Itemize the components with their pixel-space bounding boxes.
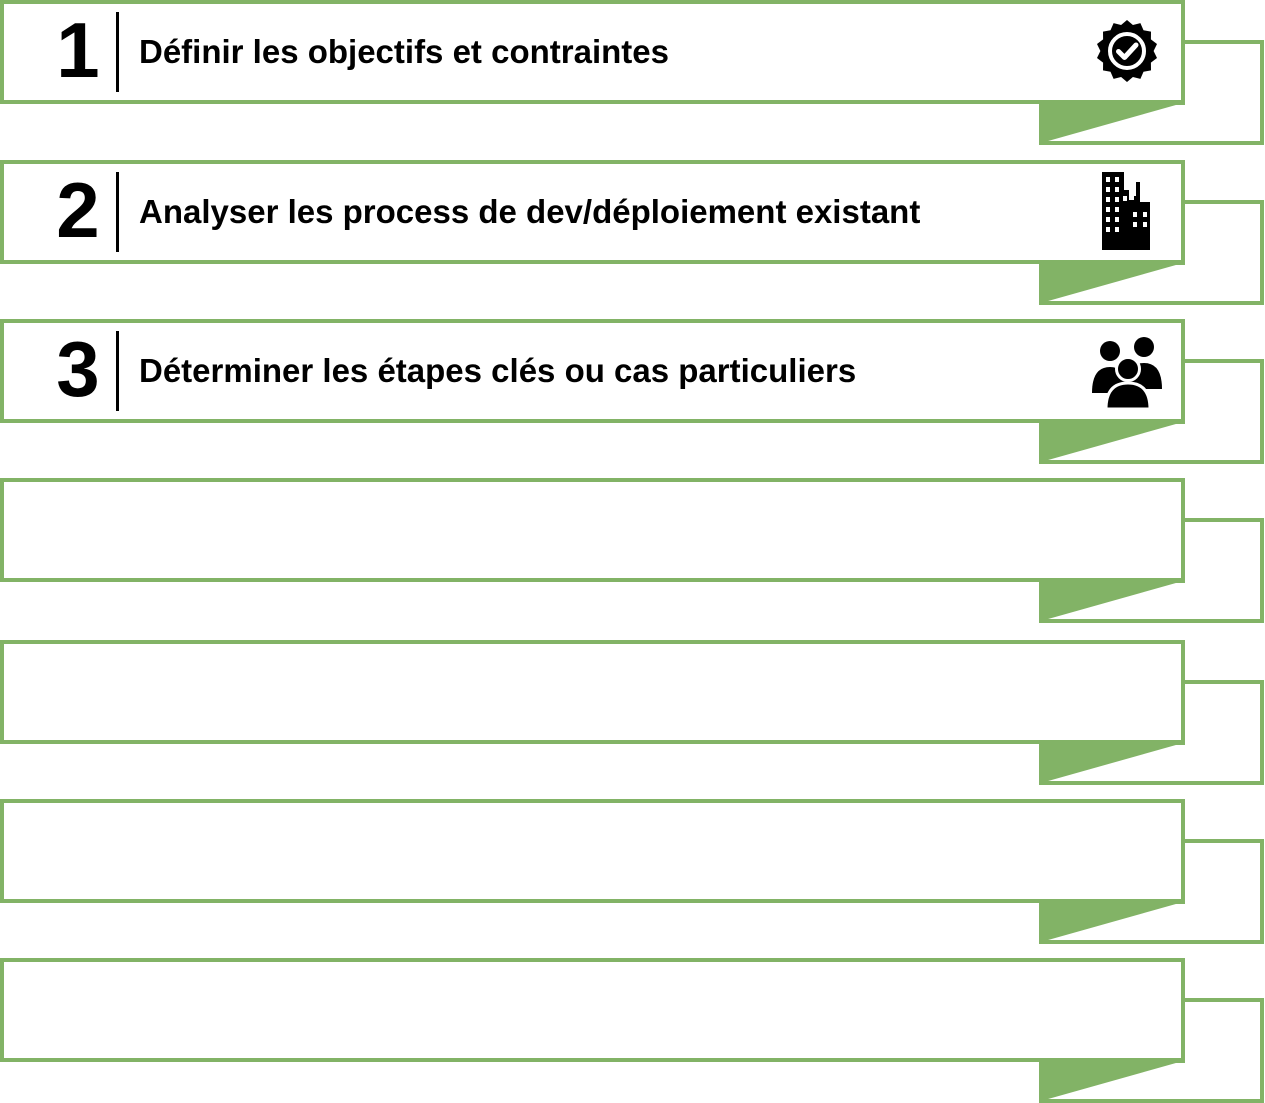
step-1-ribbon <box>0 0 1264 145</box>
step-2-ribbon <box>0 160 1264 305</box>
step-number: 2 <box>56 166 99 254</box>
step-4 <box>0 478 1265 623</box>
seal-check-icon <box>1088 12 1166 90</box>
step-number: 1 <box>56 6 99 94</box>
step-7-ribbon <box>0 958 1264 1103</box>
people-icon <box>1088 331 1166 409</box>
step-label <box>139 670 1059 714</box>
building-icon <box>1088 172 1166 250</box>
step-6-ribbon <box>0 799 1264 944</box>
step-5 <box>0 640 1265 785</box>
step-label <box>139 829 1059 873</box>
step-3-ribbon <box>0 319 1264 464</box>
step-4-ribbon <box>0 478 1264 623</box>
step-number: 3 <box>56 325 99 413</box>
step-6 <box>0 799 1265 944</box>
step-label: Déterminer les étapes clés ou cas partic… <box>139 352 857 389</box>
step-divider <box>116 12 119 92</box>
step-label <box>139 508 1059 552</box>
step-2: 2 Analyser les process de dev/déploiemen… <box>0 160 1265 305</box>
step-5-ribbon <box>0 640 1264 785</box>
step-3: 3 Déterminer les étapes clés ou cas part… <box>0 319 1265 464</box>
step-7 <box>0 958 1265 1103</box>
step-divider <box>116 331 119 411</box>
step-label <box>139 988 1059 1032</box>
step-divider <box>116 172 119 252</box>
step-label: Analyser les process de dev/déploiement … <box>139 193 921 230</box>
step-1: 1 Définir les objectifs et contraintes <box>0 0 1265 145</box>
step-label: Définir les objectifs et contraintes <box>139 33 669 70</box>
